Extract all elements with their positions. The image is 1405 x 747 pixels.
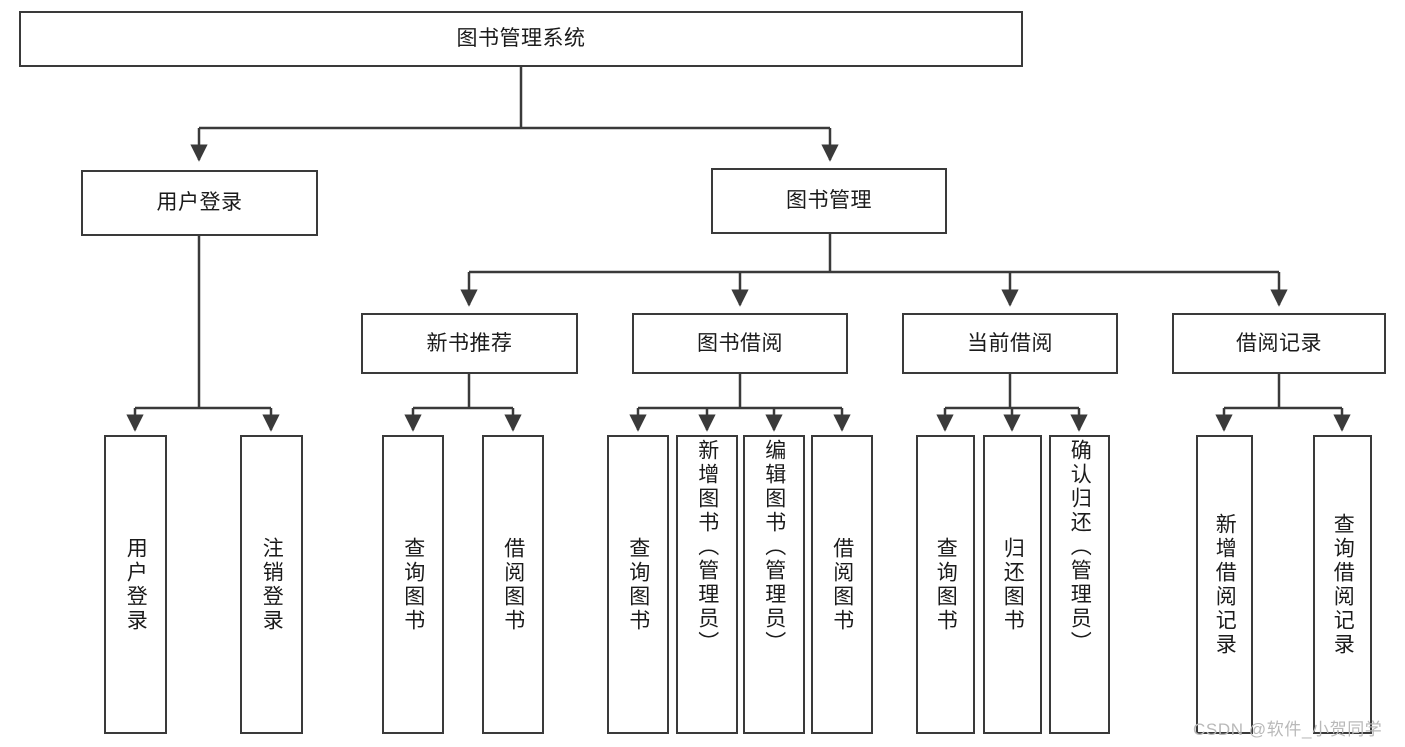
node-borrow-record-label: 借阅记录 — [1236, 331, 1322, 355]
leaf-user-login-label: 用户登录 — [124, 536, 148, 633]
leaf-borrow-book-2-label: 借阅图书 — [830, 536, 854, 633]
node-root-label: 图书管理系统 — [456, 27, 586, 51]
leaf-query-book-1[interactable]: 查询图书 — [382, 435, 444, 734]
node-root[interactable]: 图书管理系统 — [19, 11, 1023, 67]
leaf-query-book-3[interactable]: 查询图书 — [916, 435, 975, 734]
node-borrow-record[interactable]: 借阅记录 — [1172, 313, 1386, 374]
leaf-add-borrow-record[interactable]: 新增借阅记录 — [1196, 435, 1253, 734]
node-new-book-recommend[interactable]: 新书推荐 — [361, 313, 578, 374]
node-user-login[interactable]: 用户登录 — [81, 170, 318, 236]
leaf-query-book-3-label: 查询图书 — [934, 536, 958, 633]
leaf-query-borrow-record[interactable]: 查询借阅记录 — [1313, 435, 1372, 734]
leaf-borrow-book-1[interactable]: 借阅图书 — [482, 435, 544, 734]
leaf-query-book-1-label: 查询图书 — [401, 536, 425, 633]
leaf-query-book-2[interactable]: 查询图书 — [607, 435, 669, 734]
node-user-login-label: 用户登录 — [156, 191, 243, 215]
leaf-user-login[interactable]: 用户登录 — [104, 435, 167, 734]
node-book-borrow-label: 图书借阅 — [697, 331, 783, 355]
leaf-return-book-label: 归还图书 — [1001, 536, 1025, 633]
node-new-book-recommend-label: 新书推荐 — [426, 331, 513, 355]
leaf-confirm-return-admin[interactable]: 确认归还（管理员） — [1049, 435, 1110, 734]
leaf-add-book-admin-label: 新增图书（管理员） — [695, 439, 719, 655]
node-book-manage-label: 图书管理 — [786, 189, 872, 213]
leaf-return-book[interactable]: 归还图书 — [983, 435, 1042, 734]
node-book-borrow[interactable]: 图书借阅 — [632, 313, 848, 374]
leaf-add-book-admin[interactable]: 新增图书（管理员） — [676, 435, 738, 734]
leaf-query-book-2-label: 查询图书 — [626, 536, 650, 633]
leaf-user-logout-label: 注销登录 — [260, 536, 284, 633]
node-current-borrow-label: 当前借阅 — [967, 331, 1053, 355]
leaf-borrow-book-1-label: 借阅图书 — [501, 536, 525, 633]
node-current-borrow[interactable]: 当前借阅 — [902, 313, 1118, 374]
leaf-confirm-return-admin-label: 确认归还（管理员） — [1068, 439, 1092, 655]
leaf-edit-book-admin[interactable]: 编辑图书（管理员） — [743, 435, 805, 734]
node-book-manage[interactable]: 图书管理 — [711, 168, 947, 234]
leaf-add-borrow-record-label: 新增借阅记录 — [1213, 512, 1237, 657]
watermark: CSDN @软件_小贺同学 — [1193, 720, 1383, 739]
leaf-query-borrow-record-label: 查询借阅记录 — [1331, 512, 1355, 657]
leaf-borrow-book-2[interactable]: 借阅图书 — [811, 435, 873, 734]
leaf-edit-book-admin-label: 编辑图书（管理员） — [762, 439, 786, 655]
leaf-user-logout[interactable]: 注销登录 — [240, 435, 303, 734]
